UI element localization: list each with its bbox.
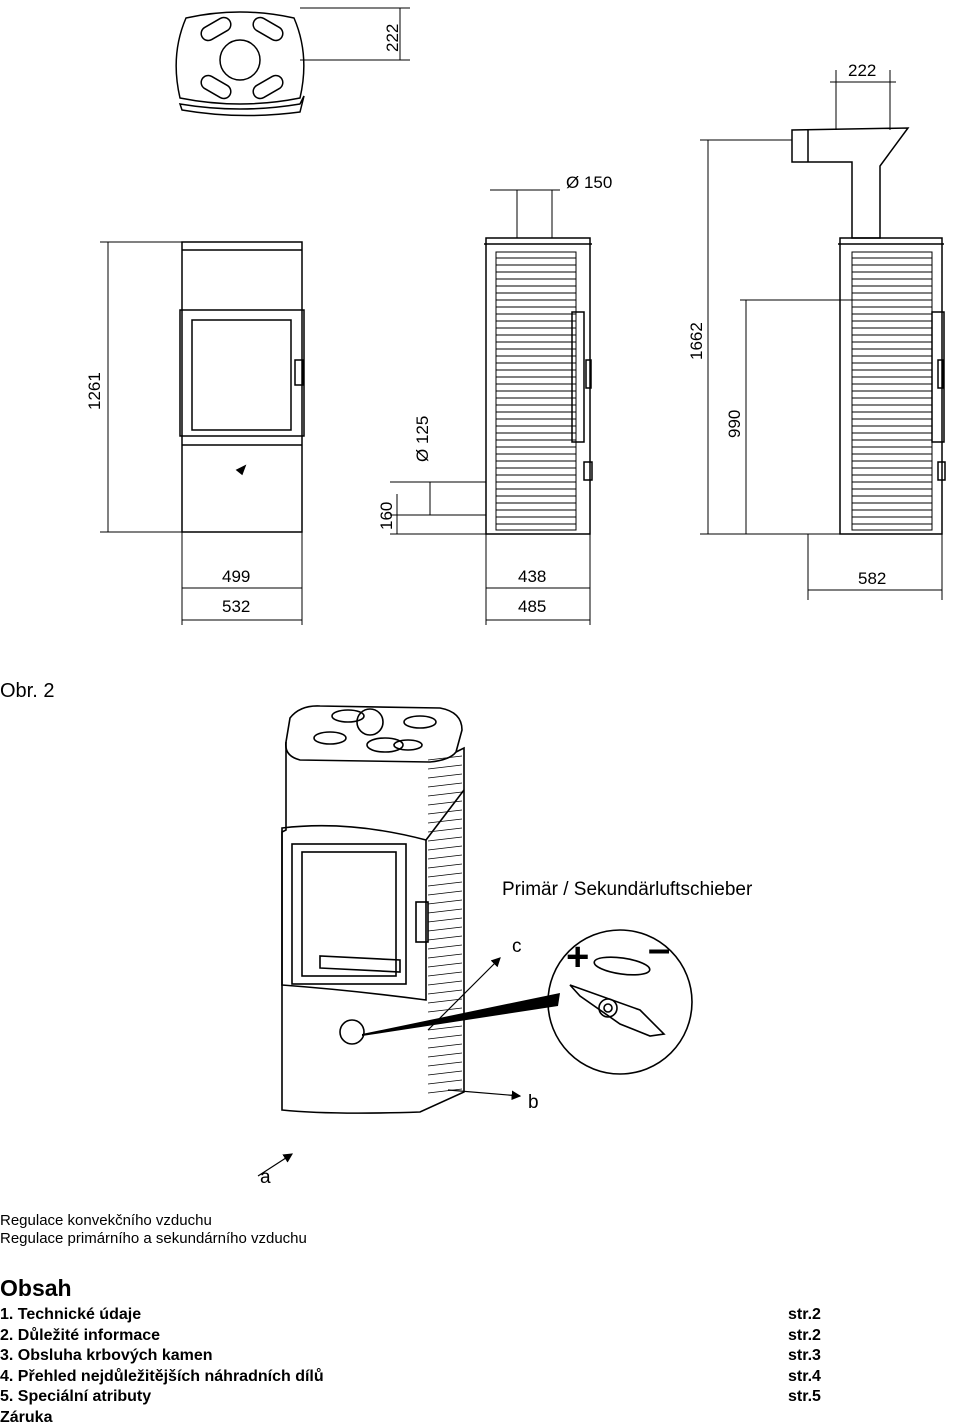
dim-depth-inner: 438 <box>518 567 546 586</box>
dim-height-total: 1662 <box>687 322 706 360</box>
cladding-slat <box>428 1035 462 1039</box>
cladding-slat <box>428 855 462 859</box>
toc-item-page: str.2 <box>788 1305 821 1325</box>
dim-height-flue: 990 <box>725 410 744 438</box>
cladding-slat <box>428 819 462 823</box>
cladding-slat <box>428 810 462 814</box>
toc-item: 2. Důležité informace str.2 <box>0 1326 960 1347</box>
cladding-slat <box>428 837 462 841</box>
dim-width-outer: 532 <box>222 597 250 616</box>
cladding-slat <box>428 1062 462 1066</box>
side-view-flue <box>700 70 945 600</box>
minus-sign: – <box>648 927 670 971</box>
cladding-slat <box>428 1053 462 1057</box>
callout-b: b <box>528 1092 539 1113</box>
toc-item-title: 1. Technické údaje <box>0 1305 141 1325</box>
cladding-slat <box>428 891 462 895</box>
cladding-slat <box>428 936 462 940</box>
toc-item-page: str.5 <box>788 1387 821 1407</box>
dim-side-flue-offset: 222 <box>848 61 876 80</box>
dim-inlet-diameter: Ø 125 <box>413 416 432 462</box>
toc-item-title: 3. Obsluha krbových kamen <box>0 1346 213 1366</box>
toc-item-title: 5. Speciální atributy <box>0 1387 151 1407</box>
toc-title: Obsah <box>0 1275 72 1302</box>
callout-c: c <box>512 936 522 957</box>
cladding-slat <box>428 918 462 922</box>
toc-item: 1. Technické údaje str.2 <box>0 1305 960 1326</box>
toc-item: 5. Speciální atributy str.5 <box>0 1387 960 1408</box>
toc-item-page: str.2 <box>788 1326 821 1346</box>
caption-primary-secondary: Regulace primárního a sekundárního vzduc… <box>0 1230 307 1248</box>
cladding-slat <box>428 1008 462 1012</box>
toc-item: 3. Obsluha krbových kamen str.3 <box>0 1346 960 1367</box>
dim-height-front: 1261 <box>85 372 104 410</box>
front-view <box>100 242 304 625</box>
dim-depth-outer: 485 <box>518 597 546 616</box>
cladding-slat <box>428 873 462 877</box>
cladding-slat <box>428 945 462 949</box>
cladding-slat <box>428 981 462 985</box>
cladding-slat <box>428 1080 462 1084</box>
cladding-slat <box>428 1026 462 1030</box>
slider-title: Primär / Sekundärluftschieber <box>502 879 753 900</box>
cladding-slat <box>428 954 462 958</box>
cladding-slat <box>428 963 462 967</box>
dim-inlet-height: 160 <box>377 502 396 530</box>
cladding-slat <box>428 990 462 994</box>
cladding-slat <box>428 774 462 778</box>
cladding-slat <box>428 765 462 769</box>
side-view <box>390 190 592 625</box>
toc-item-page: str.3 <box>788 1346 821 1366</box>
cladding-slat <box>428 1071 462 1075</box>
callout-a: a <box>260 1167 271 1188</box>
cladding-slat <box>428 972 462 976</box>
dim-flue-diameter: Ø 150 <box>566 173 612 192</box>
figure-label: Obr. 2 <box>0 680 54 703</box>
cladding-slat <box>428 882 462 886</box>
dim-depth-total: 582 <box>858 569 886 588</box>
toc-item-page: str.4 <box>788 1367 821 1387</box>
cladding-slat <box>428 846 462 850</box>
toc-item-title: 2. Důležité informace <box>0 1326 160 1346</box>
dim-top-depth: 222 <box>383 24 402 52</box>
caption-convection: Regulace konvekčního vzduchu <box>0 1212 212 1230</box>
plus-sign: + <box>566 935 589 979</box>
top-view <box>176 8 410 116</box>
cladding-slat <box>428 1044 462 1048</box>
toc-item: 4. Přehled nejdůležitějších náhradních d… <box>0 1367 960 1388</box>
perspective-view <box>282 706 464 1113</box>
cladding-slat <box>428 909 462 913</box>
toc-item-title: 4. Přehled nejdůležitějších náhradních d… <box>0 1367 324 1387</box>
cladding-slat <box>428 900 462 904</box>
cladding-slat <box>428 801 462 805</box>
cladding-slat <box>428 927 462 931</box>
dim-width-inner: 499 <box>222 567 250 586</box>
cladding-slat <box>428 864 462 868</box>
toc-list: 1. Technické údaje str.2 2. Důležité info… <box>0 1305 960 1428</box>
cladding-slat <box>428 792 462 796</box>
cladding-slat <box>428 783 462 787</box>
